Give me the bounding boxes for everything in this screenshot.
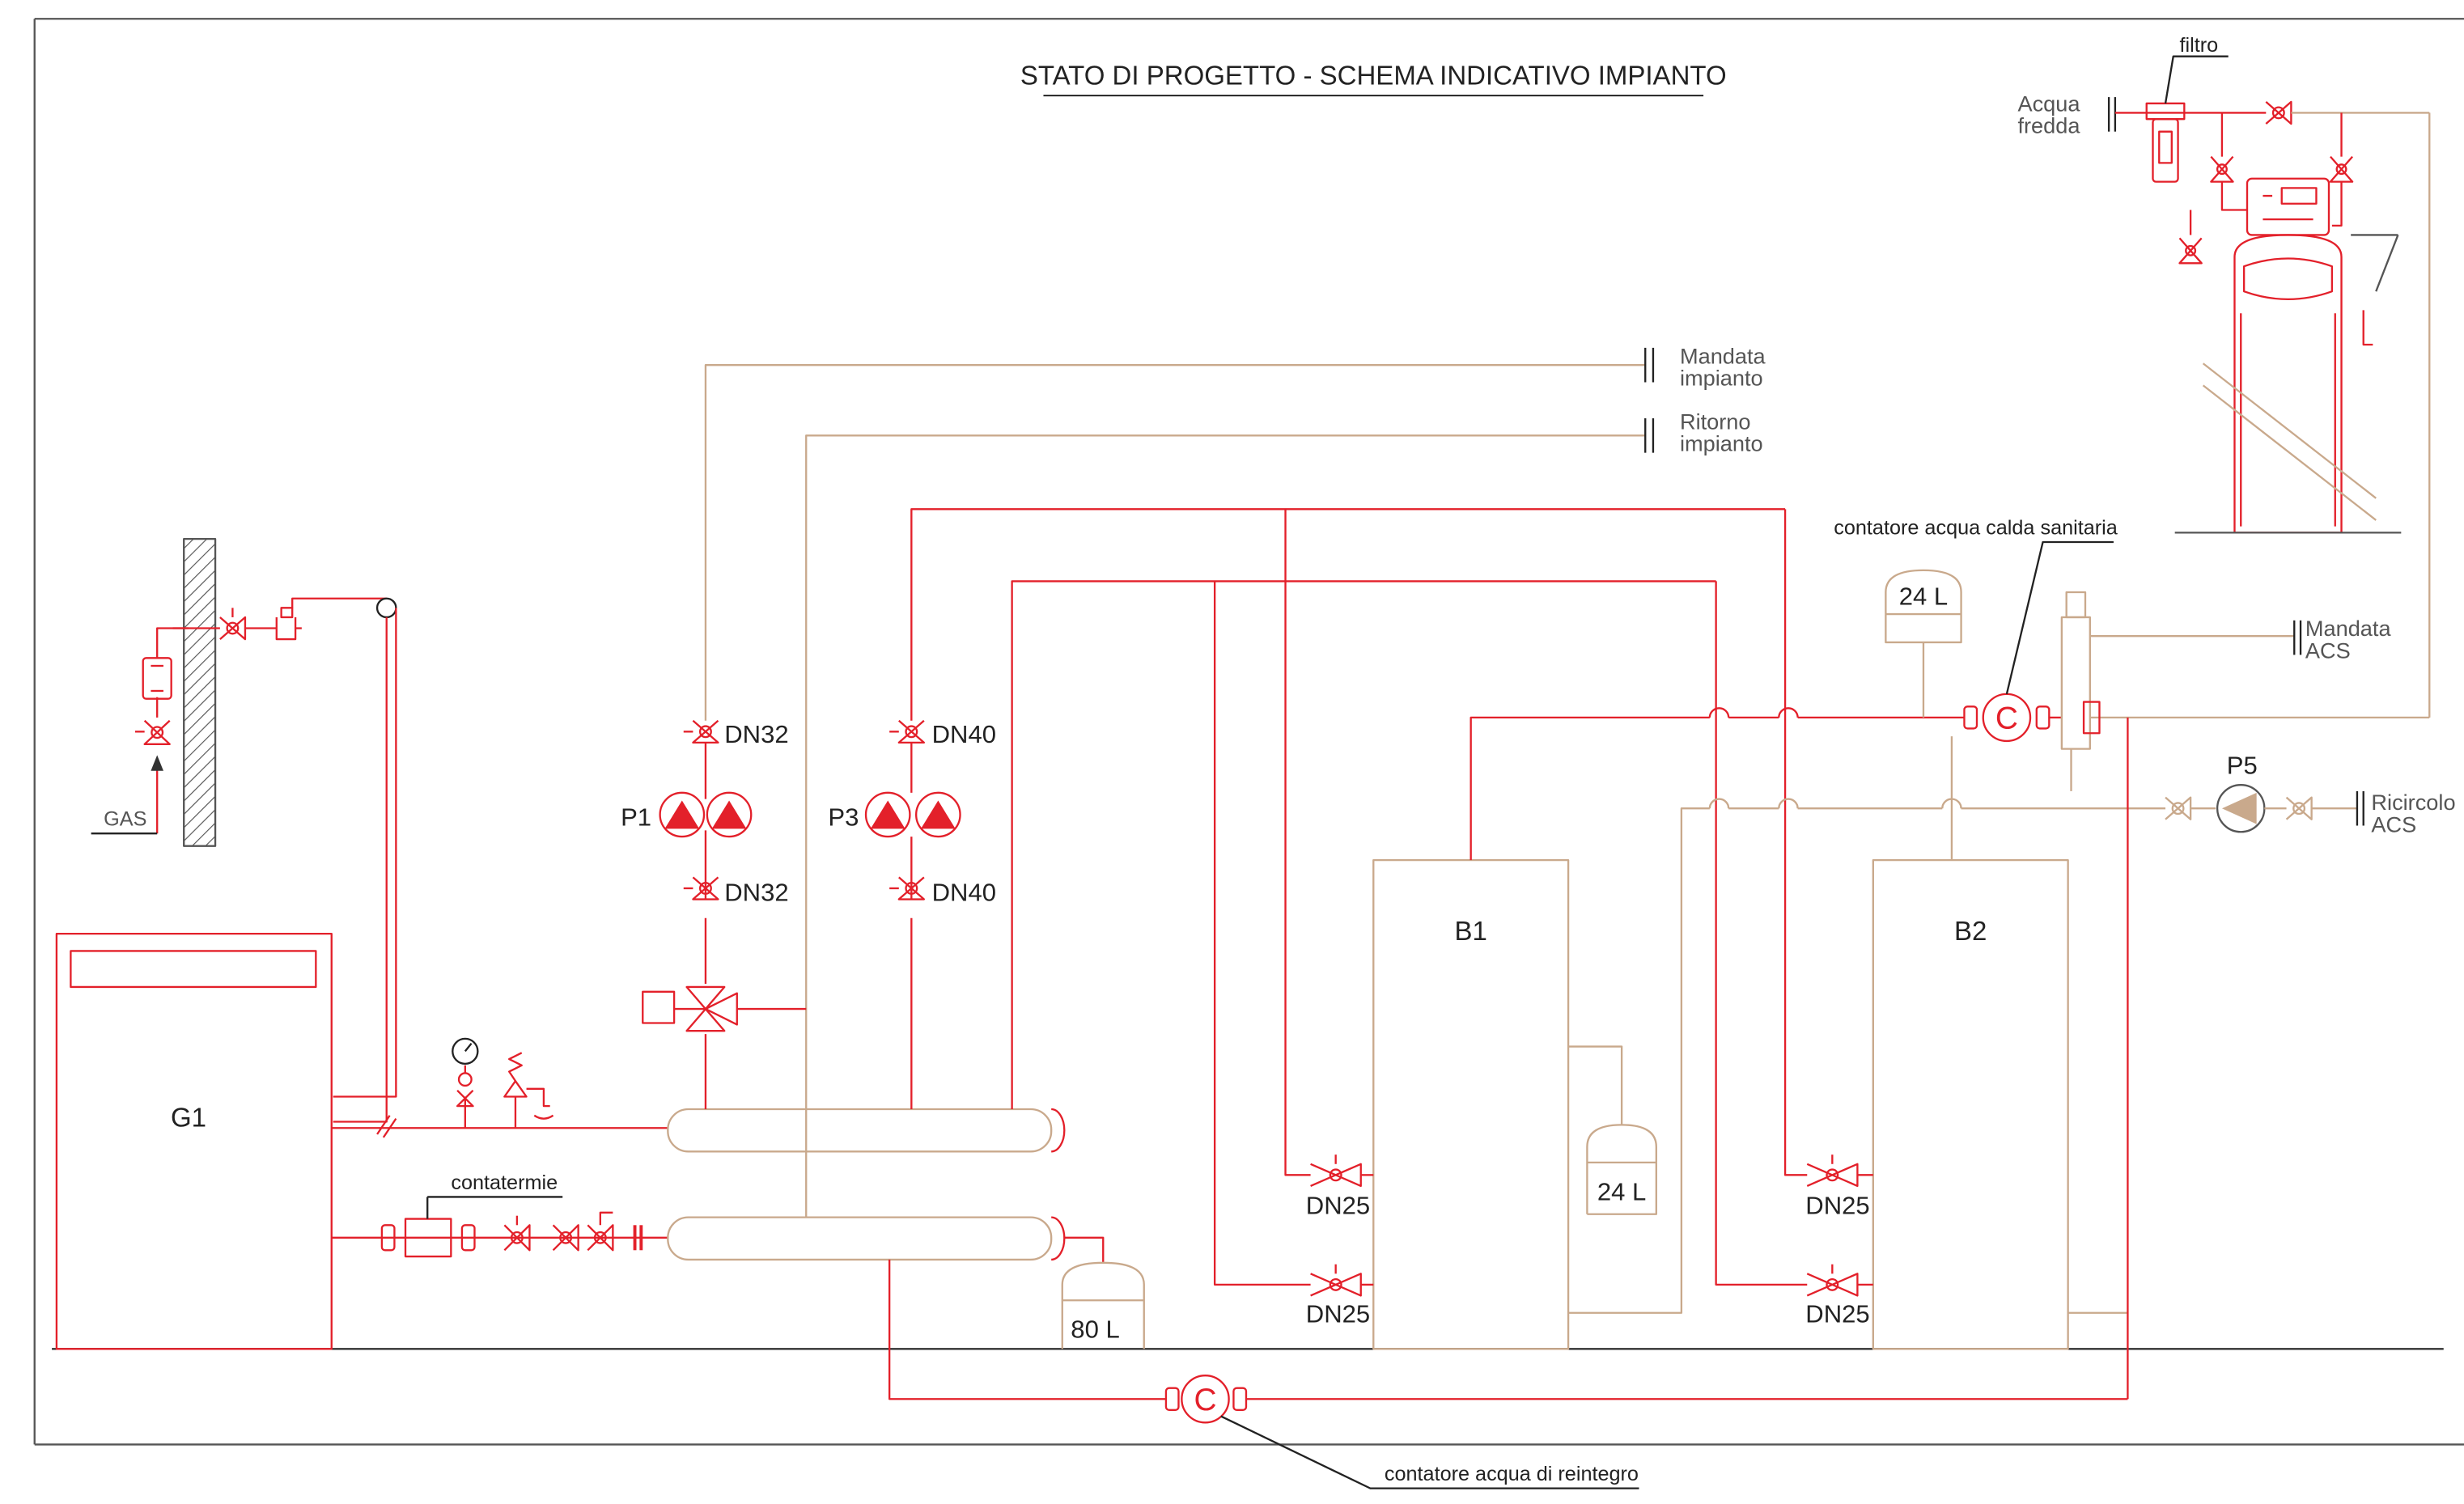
- vessel-24-acs-label: 24 L: [1899, 583, 1948, 611]
- plant-return-label-1: Ritorno: [1680, 409, 1751, 434]
- plant-return-label-2: impianto: [1680, 431, 1763, 456]
- return-header: [667, 1216, 1053, 1261]
- makeup-meter-label: contatore acqua di reintegro: [1385, 1463, 1639, 1485]
- gas-wall: [183, 537, 217, 847]
- valve-b1-lower: [1310, 1264, 1374, 1297]
- expansion-vessel-24-b1: [1568, 1045, 1657, 1215]
- pump-p1-label: P1: [621, 803, 651, 832]
- p3-top-label: DN40: [932, 720, 996, 748]
- b2-upper-label: DN25: [1805, 1192, 1869, 1220]
- vessel-80-label: 80 L: [1071, 1315, 1119, 1344]
- pump-p3-label: P3: [828, 803, 859, 832]
- b1-upper-label: DN25: [1306, 1192, 1370, 1220]
- svg-text:C: C: [1194, 1383, 1216, 1417]
- valve-b2-lower: [1806, 1264, 1873, 1297]
- vessel-24-b1-label: 24 L: [1597, 1177, 1646, 1205]
- heat-meter-label: contatermie: [451, 1171, 558, 1194]
- valve-p3-bottom: [889, 876, 926, 900]
- supply-header: [667, 1108, 1053, 1153]
- dhw-meter-label: contatore acqua calda sanitaria: [1834, 516, 2118, 539]
- water-softener: [2174, 177, 2402, 534]
- acs-recirc-label-2: ACS: [2371, 811, 2416, 837]
- makeup-water-line: C: [888, 1259, 2128, 1424]
- plant-supply-label-2: impianto: [1680, 365, 1763, 390]
- tank-b1-label: B1: [1454, 916, 1486, 946]
- pump-p5-label: P5: [2227, 752, 2258, 780]
- pump-p3: [864, 791, 961, 838]
- cold-water-label-1: Acqua: [2017, 91, 2080, 117]
- filter: [2145, 102, 2186, 183]
- dhw-recirc-line: [1568, 642, 2166, 1314]
- dhw-meter: C: [1963, 693, 2062, 743]
- drawing-title: STATO DI PROGETTO - SCHEMA INDICATIVO IM…: [1020, 61, 1727, 91]
- svg-text:C: C: [1995, 701, 2018, 736]
- plant-supply-label-1: Mandata: [1680, 343, 1766, 368]
- tank-b2-label: B2: [1954, 916, 1987, 946]
- acs-recirc-label-1: Ricircolo: [2371, 790, 2455, 815]
- b2-lower-label: DN25: [1805, 1299, 1869, 1328]
- gas-line: [91, 597, 397, 1123]
- p1-top-label: DN32: [724, 720, 788, 748]
- dhw-supply-line: [1469, 707, 1965, 861]
- acs-supply-label-1: Mandata: [2305, 616, 2392, 641]
- valve-p3-top: [889, 719, 926, 744]
- title-block: STATO DI PROGETTO - SCHEMA INDICATIVO IM…: [1020, 61, 1727, 97]
- valve-p1-bottom: [683, 876, 719, 900]
- gas-label: GAS: [104, 808, 146, 831]
- boiler-supply-line: [331, 1037, 668, 1138]
- p1-bottom-label: DN32: [724, 879, 788, 907]
- p3-bottom-label: DN40: [932, 879, 996, 907]
- valve-b1-upper: [1310, 1154, 1374, 1188]
- boiler-label: G1: [171, 1102, 206, 1132]
- filter-label: filtro: [2180, 34, 2219, 57]
- p3-circuit: [910, 508, 1808, 1286]
- plant-supply-circuit: [704, 347, 1655, 1110]
- valve-p1-top: [683, 719, 719, 744]
- valve-b2-upper: [1806, 1154, 1873, 1188]
- acs-supply-label-2: ACS: [2305, 638, 2351, 663]
- tank-b2: [1872, 858, 2069, 1350]
- plant-return-circuit: [736, 418, 1655, 1218]
- cold-water-line: [2107, 97, 2430, 265]
- cold-water-label-2: fredda: [2017, 113, 2080, 138]
- mixing-valve: [642, 985, 738, 1032]
- boiler-return-line: [331, 1211, 668, 1258]
- pump-p1: [659, 791, 753, 838]
- b1-lower-label: DN25: [1306, 1299, 1370, 1328]
- boiler-g1: [55, 932, 333, 1350]
- expansion-vessel-24-acs: [1885, 569, 1962, 644]
- thermostatic-mixer: [2060, 112, 2431, 1400]
- expansion-vessel-80: [1061, 1236, 1145, 1349]
- pump-p5: [2165, 784, 2357, 833]
